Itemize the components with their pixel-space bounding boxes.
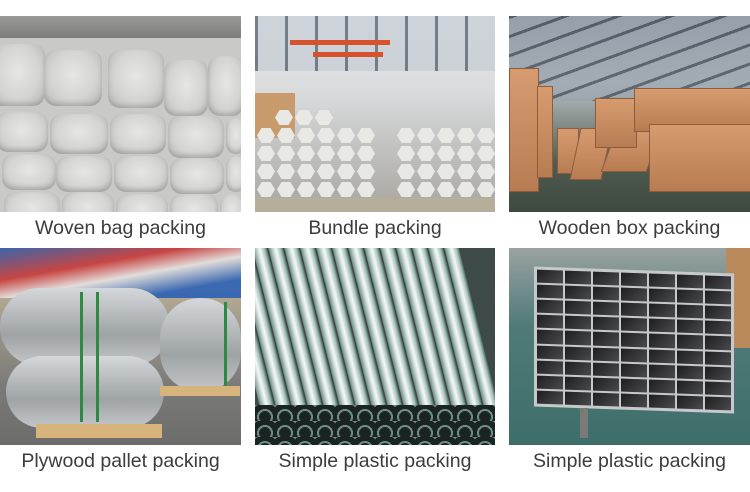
packing-label: Woven bag packing [35,217,206,239]
packing-label: Plywood pallet packing [21,450,220,472]
packing-label: Simple plastic packing [278,450,472,472]
packing-card-plastic-round: Simple plastic packing [255,240,495,492]
packing-card-plastic-square: Simple plastic packing [509,240,750,492]
wooden-box-photo [509,16,750,212]
packing-card-woven-bag: Woven bag packing [0,0,241,240]
packing-label: Simple plastic packing [533,450,726,472]
packing-card-bundle: Bundle packing [255,0,495,240]
packing-card-plywood-pallet: Plywood pallet packing [0,240,241,492]
packing-label: Bundle packing [308,217,442,239]
bundle-photo [255,16,495,212]
packing-label: Wooden box packing [538,217,721,239]
woven-bag-photo [0,16,241,212]
plywood-pallet-photo [0,248,241,445]
plastic-round-pipes-photo [255,248,495,445]
packing-card-wooden-box: Wooden box packing [509,0,750,240]
plastic-square-tubes-photo [509,248,750,445]
